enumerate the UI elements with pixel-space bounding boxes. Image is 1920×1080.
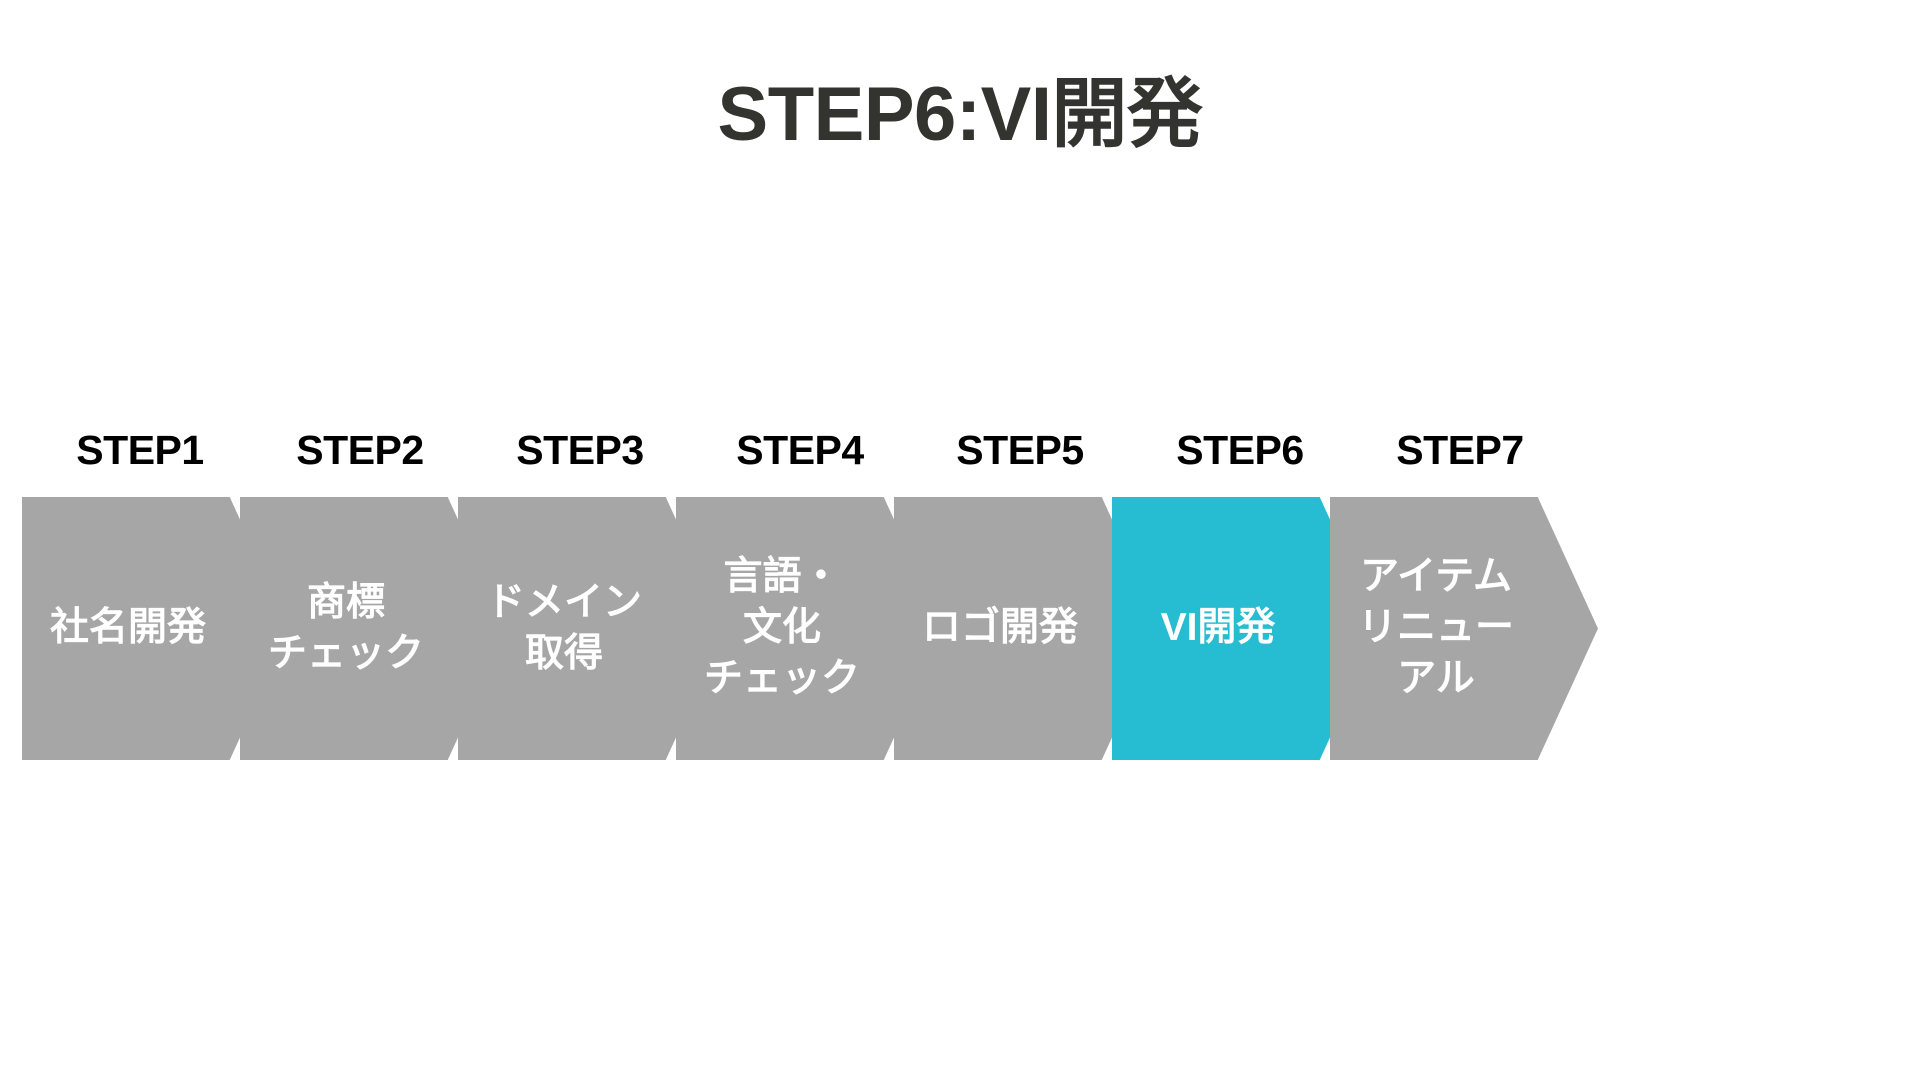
step-text-2: 商標 チェック bbox=[267, 580, 424, 675]
chevron-shape-icon-7 bbox=[1330, 497, 1598, 760]
step-label-6: STEP6 bbox=[1176, 427, 1304, 473]
step-text-4: 言語・ 文化 チェック bbox=[703, 555, 860, 700]
step-text-3: ドメイン 取得 bbox=[485, 580, 642, 675]
step-label-4: STEP4 bbox=[736, 427, 864, 473]
step-label-3: STEP3 bbox=[516, 427, 644, 473]
step-text-5: ロゴ開発 bbox=[921, 606, 1078, 650]
step-flow-diagram: STEP1 社名開発 STEP2 商標 チェック STEP3 ドメイン 取得 S… bbox=[0, 430, 1920, 790]
step-label-5: STEP5 bbox=[956, 427, 1084, 473]
step-label-7: STEP7 bbox=[1396, 427, 1524, 473]
step-text-6: VI開発 bbox=[1160, 606, 1276, 650]
step-label-2: STEP2 bbox=[296, 427, 424, 473]
step-chevron-7[interactable]: アイテム リニュー アル bbox=[1330, 497, 1598, 760]
page-title: STEP6:VI開発 bbox=[717, 72, 1203, 157]
step-text-1: 社名開発 bbox=[49, 606, 206, 650]
step-text-7: アイテム リニュー アル bbox=[1357, 555, 1514, 700]
step-item-7[interactable]: STEP7 アイテム リニュー アル bbox=[1330, 430, 1610, 770]
step-label-1: STEP1 bbox=[76, 427, 204, 473]
